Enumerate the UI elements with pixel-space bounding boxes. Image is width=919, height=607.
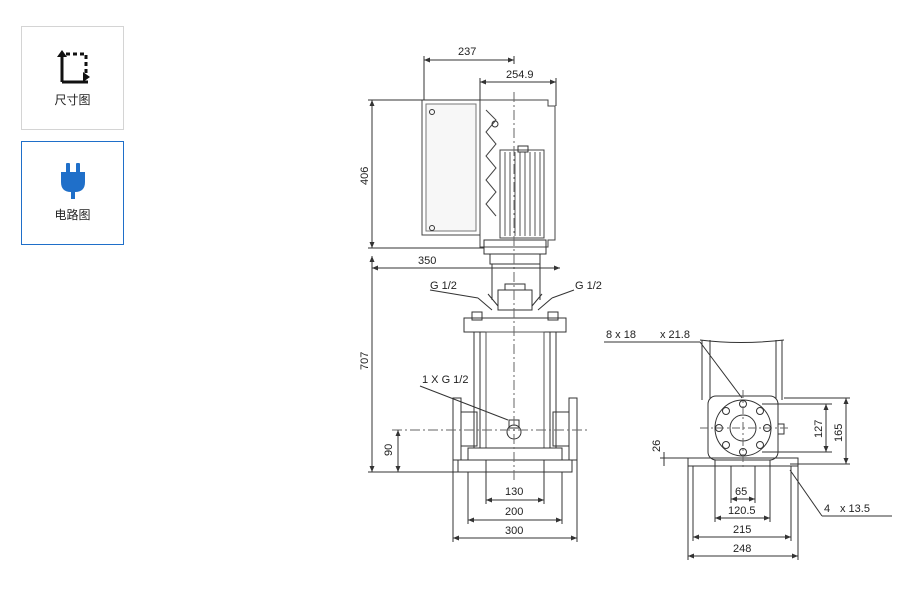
dim-254-9: 254.9 (506, 69, 534, 81)
front-view (392, 92, 588, 482)
plug-icon (56, 162, 90, 200)
dim-90: 90 (383, 444, 395, 456)
dim-237: 237 (458, 46, 476, 58)
dim-165: 165 (833, 424, 845, 442)
dim-foot-holes-size: x 13.5 (840, 503, 870, 515)
arrowheads (369, 57, 849, 559)
dim-120-5: 120.5 (728, 505, 756, 517)
dim-248: 248 (733, 543, 751, 555)
side-dimensions (604, 341, 892, 560)
tab-dimensions[interactable]: 尺寸图 (21, 26, 124, 130)
dim-bolt-count: 8 x 18 (606, 329, 636, 341)
dim-127: 127 (813, 420, 825, 438)
label-gauge-left: G 1/2 (430, 280, 457, 292)
dim-130: 130 (505, 486, 523, 498)
dim-bolt-size: x 21.8 (660, 329, 690, 341)
tab-circuit-label: 电路图 (54, 208, 91, 222)
tab-circuit[interactable]: 电路图 (21, 141, 124, 245)
dim-707: 707 (359, 352, 371, 370)
side-view (687, 339, 799, 470)
dim-350: 350 (418, 255, 436, 267)
dim-200: 200 (505, 506, 523, 518)
dimensions-icon (56, 47, 90, 85)
tab-dimensions-label: 尺寸图 (54, 93, 91, 107)
dim-65: 65 (735, 486, 747, 498)
front-dimensions (368, 56, 578, 542)
dim-406: 406 (359, 167, 371, 185)
dim-foot-holes-count: 4 (824, 503, 830, 515)
label-drain: 1 X G 1/2 (422, 374, 468, 386)
dim-300: 300 (505, 525, 523, 537)
label-gauge-right: G 1/2 (575, 280, 602, 292)
dim-215: 215 (733, 524, 751, 536)
dim-26: 26 (651, 440, 663, 452)
